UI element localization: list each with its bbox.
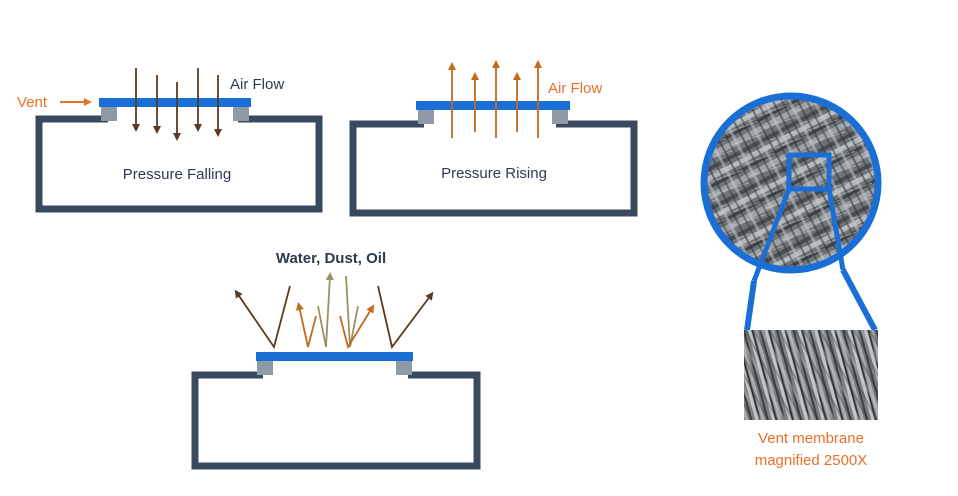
housing: [191, 371, 481, 470]
magnifier-caption-line2: magnified 2500X: [755, 452, 868, 469]
vent-membrane: [416, 101, 570, 110]
contaminants-title: Water, Dust, Oil: [276, 250, 386, 267]
zoom-selection-box: [751, 152, 846, 282]
panel-pressure-falling: Vent Air Flow Pressure Falling: [17, 68, 323, 213]
seal-right: [552, 110, 568, 124]
airflow-arrows-up: [447, 59, 543, 138]
seal-left: [418, 110, 434, 124]
zoom-line-left: [744, 280, 757, 331]
seal-right: [396, 361, 412, 375]
airflow-label: Air Flow: [548, 80, 602, 97]
membrane-magnifier: Vent membrane magnified 2500X: [700, 92, 882, 469]
reflect-arrow-icon: [295, 302, 317, 348]
magnifier-ring: [700, 92, 882, 274]
seal-right: [233, 107, 249, 121]
reflect-arrow-icon: [234, 285, 291, 350]
repelled-particle-paths: [234, 271, 434, 350]
panel-contaminant-repel: Water, Dust, Oil: [191, 250, 481, 470]
vent-label: Vent: [17, 94, 48, 111]
panel-pressure-rising: Air Flow Pressure Rising: [349, 59, 638, 217]
vent-membrane: [99, 98, 251, 107]
housing: [35, 115, 323, 213]
reflect-arrow-icon: [339, 304, 375, 350]
housing: [349, 120, 638, 217]
zoom-line-right: [840, 268, 878, 332]
magnifier-caption-line1: Vent membrane: [758, 430, 864, 447]
seal-left: [101, 107, 117, 121]
vent-membrane: [256, 352, 413, 361]
pressure-rising-caption: Pressure Rising: [441, 165, 547, 182]
seal-left: [257, 361, 273, 375]
reflect-arrow-icon: [377, 285, 434, 350]
reflect-arrow-icon: [317, 271, 334, 348]
airflow-label: Air Flow: [230, 76, 284, 93]
pressure-falling-caption: Pressure Falling: [123, 166, 231, 183]
airflow-arrows-down: [131, 68, 223, 142]
reflect-arrow-icon: [345, 275, 359, 348]
